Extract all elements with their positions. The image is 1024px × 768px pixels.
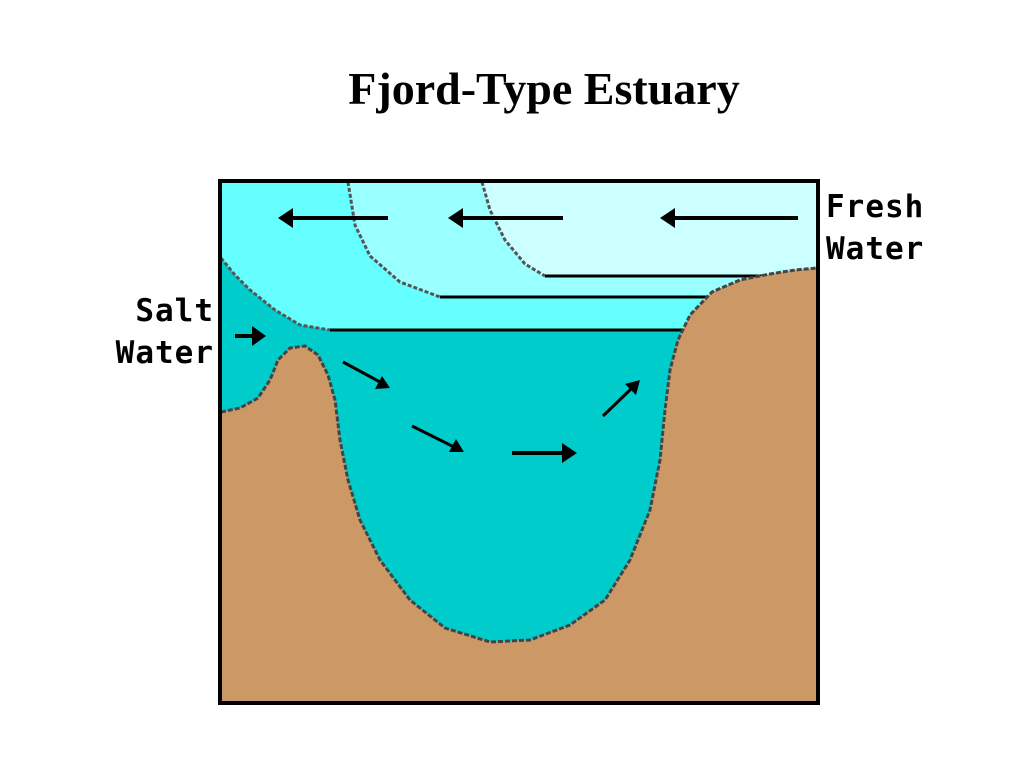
surface-flow-arrows	[278, 208, 798, 228]
bottom-arrow-head	[562, 443, 577, 463]
surface-arrow-2-head	[448, 208, 463, 228]
sink-arrow-2-head	[449, 439, 464, 452]
salt-water-label-line2: Water	[115, 335, 214, 371]
surface-arrow-1-head	[278, 208, 293, 228]
mixing-boundary-middle	[346, 182, 441, 299]
fresh-water-label-line1: Fresh	[826, 189, 925, 225]
fresh-water-label: Fresh Water	[826, 186, 924, 270]
fresh-water-layer	[482, 182, 817, 276]
diagram-title: Fjord-Type Estuary	[348, 63, 740, 114]
rise-arrow-head	[625, 380, 640, 395]
inflow-arrow-head	[252, 326, 266, 346]
sink-arrow-1-head	[375, 376, 390, 389]
salt-water-label-line1: Salt	[135, 293, 214, 329]
surface-arrow-3-head	[660, 208, 675, 228]
mixing-boundary-inner	[480, 182, 546, 278]
sink-arrow-2	[411, 424, 455, 449]
sink-arrow-1	[342, 360, 381, 384]
fresh-water-label-line2: Water	[826, 231, 925, 267]
diagram-frame	[218, 179, 820, 705]
rise-arrow	[601, 386, 634, 418]
salt-water-label: Salt Water	[94, 290, 214, 374]
sediment-floor	[221, 268, 817, 702]
mixing-boundary-outer	[221, 257, 331, 332]
deep-flow-arrows	[235, 326, 640, 463]
sediment-outline	[221, 266, 817, 644]
